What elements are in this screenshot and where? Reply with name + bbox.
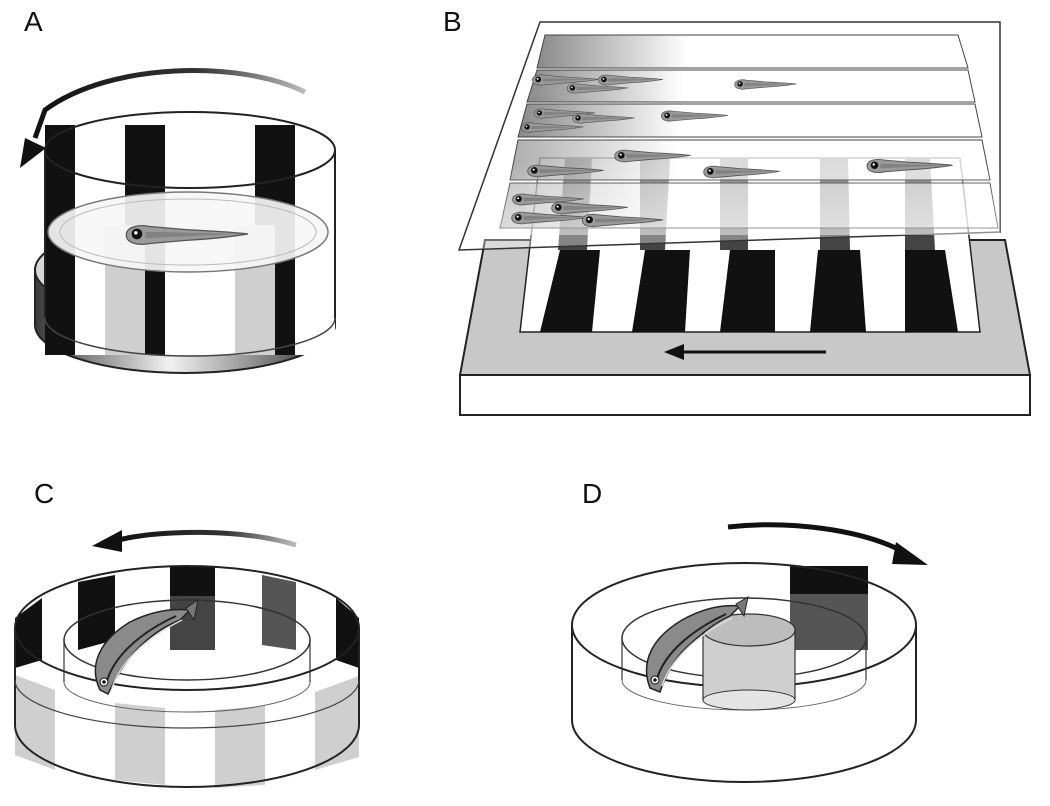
adult-fish-icon <box>645 596 749 693</box>
adult-fish-icon <box>94 598 199 696</box>
rotation-arrow-icon <box>32 68 307 139</box>
panel-d-arena <box>571 522 928 783</box>
panel-b-tank <box>457 21 1032 416</box>
panel-label-a: A <box>24 6 43 37</box>
panel-label-b: B <box>443 6 462 37</box>
panel-label-d: D <box>582 478 603 509</box>
panel-label-c: C <box>34 478 55 509</box>
panel-a-drum <box>20 68 336 374</box>
rotation-arrow-icon <box>117 529 297 548</box>
rotation-arrow-icon <box>727 522 902 553</box>
panel-c-arena <box>14 529 360 788</box>
